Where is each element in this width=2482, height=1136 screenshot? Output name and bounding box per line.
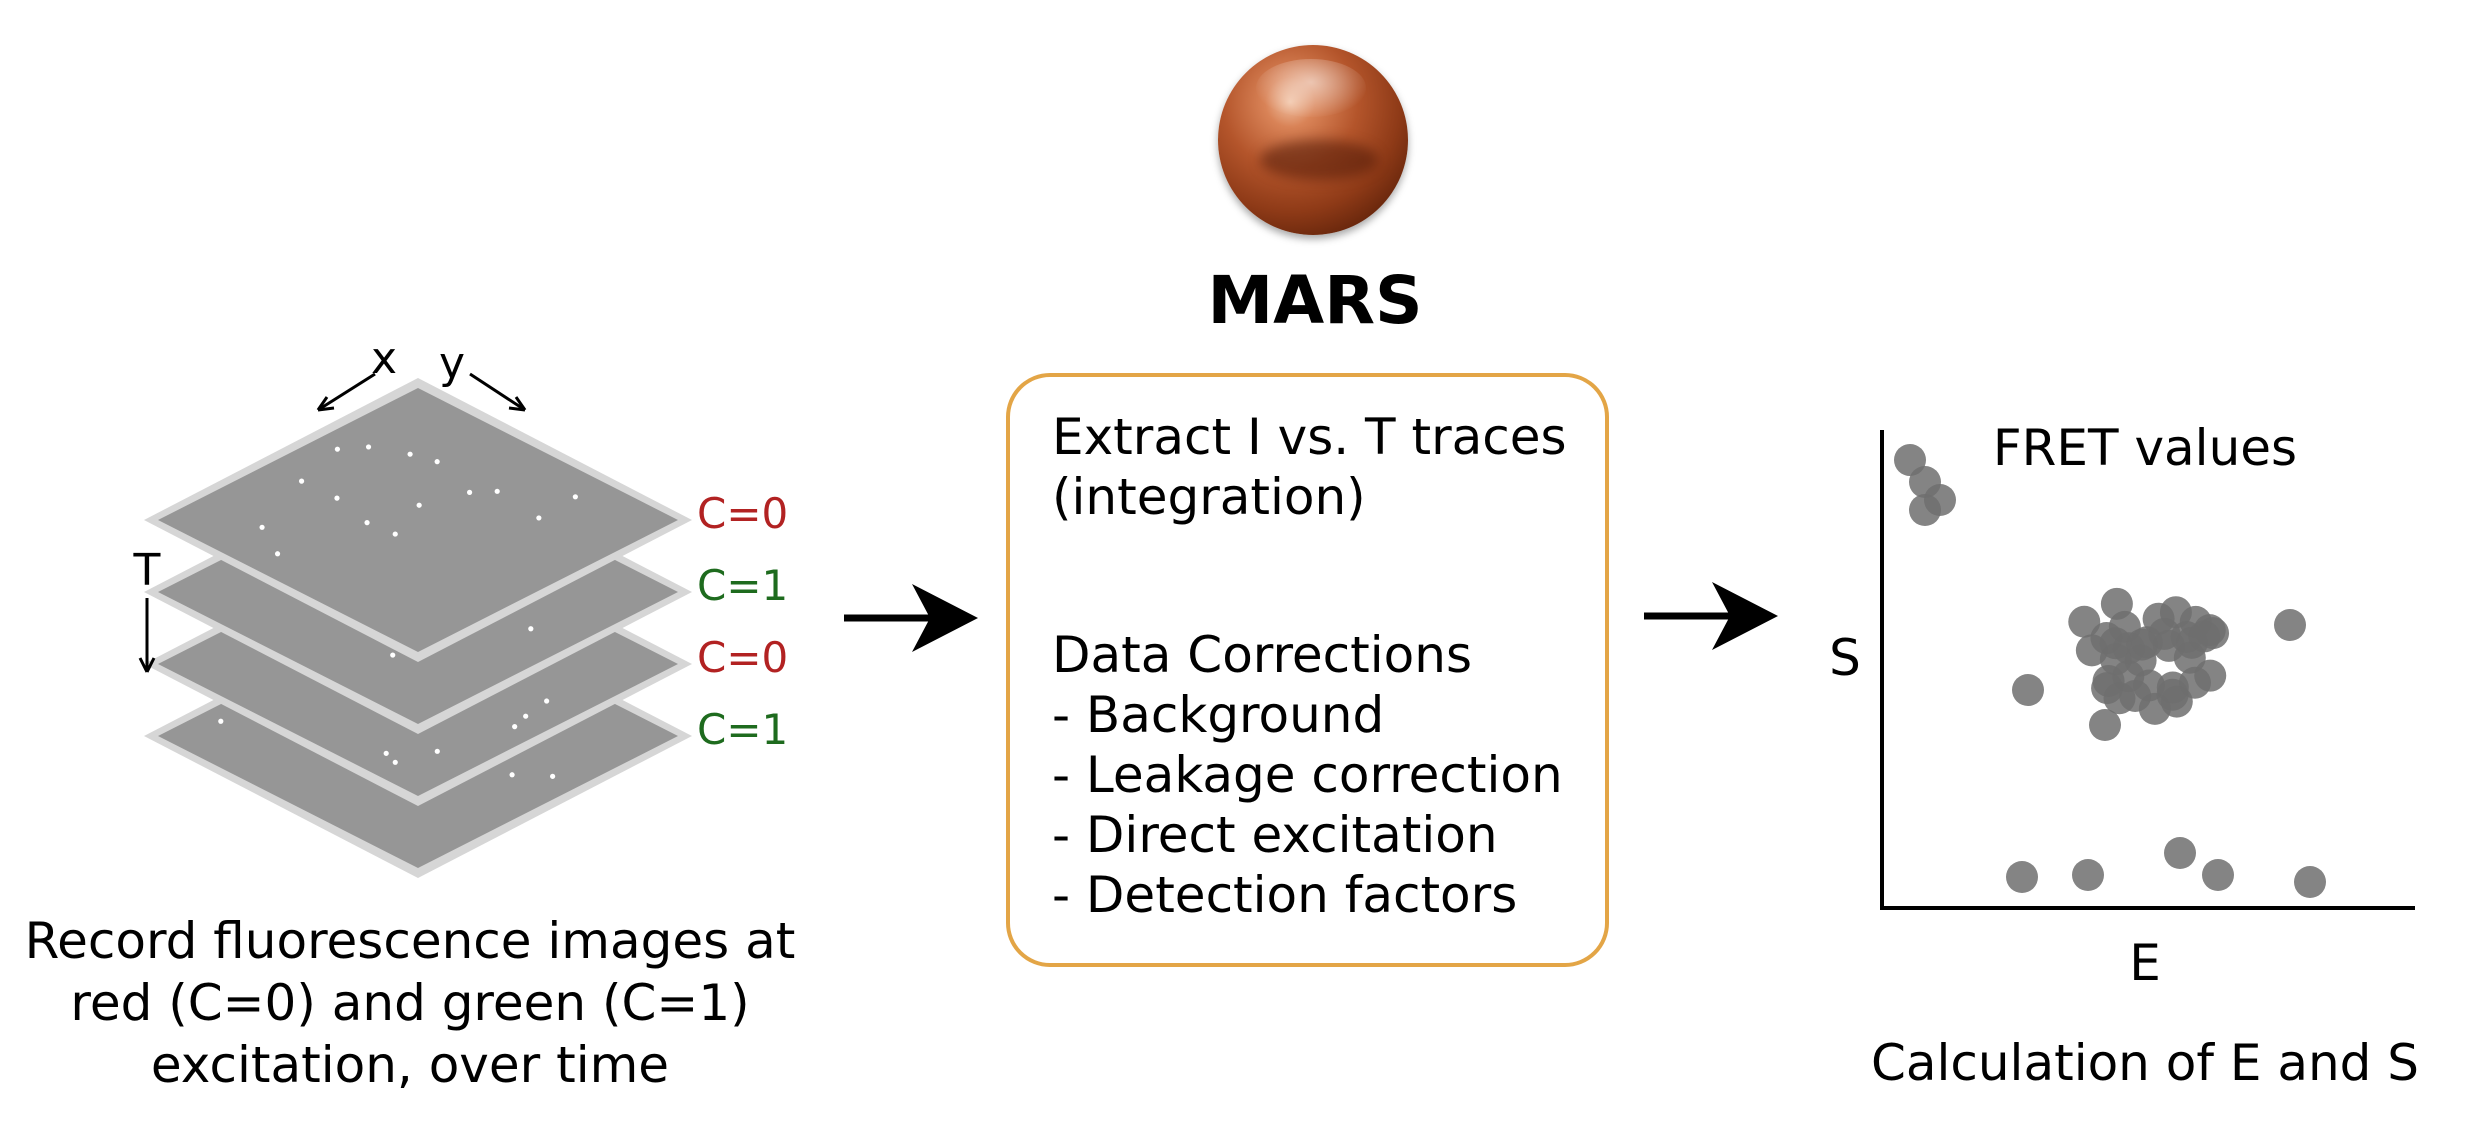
scatter-point bbox=[1909, 494, 1941, 526]
arrow-right-icon bbox=[844, 584, 978, 652]
x-axis-label: E bbox=[2129, 934, 2161, 992]
scatter-point bbox=[2156, 671, 2189, 704]
arrow-right-icon bbox=[1644, 582, 1778, 650]
fluorescence-spot bbox=[434, 459, 440, 465]
fluorescence-spot bbox=[572, 494, 578, 500]
left-caption-line-2: red (C=0) and green (C=1) bbox=[70, 974, 750, 1032]
y-axis-label: S bbox=[1829, 629, 1861, 687]
channel-label-3: C=0 bbox=[697, 633, 788, 682]
x-axis-label: x bbox=[371, 333, 397, 384]
scatter-point bbox=[2274, 609, 2306, 641]
fluorescence-spot bbox=[392, 759, 398, 765]
extract-line-1: Extract I vs. T traces bbox=[1052, 408, 1567, 466]
y-arrowhead bbox=[508, 396, 527, 412]
fluorescence-spot bbox=[259, 524, 265, 530]
scatter-point bbox=[2294, 866, 2326, 898]
fluorescence-spot bbox=[434, 748, 440, 754]
scatter-point bbox=[2006, 861, 2038, 893]
image-stack bbox=[144, 378, 692, 878]
scatter-point bbox=[2068, 605, 2101, 638]
corrections-heading: Data Corrections bbox=[1052, 626, 1472, 684]
fluorescence-spot bbox=[274, 551, 281, 557]
left-caption-line-3: excitation, over time bbox=[150, 1036, 670, 1094]
t-axis-label: T bbox=[133, 545, 161, 596]
channel-label-4: C=1 bbox=[697, 705, 788, 754]
left-caption-line-1: Record fluorescence images at bbox=[24, 912, 796, 970]
channel-label-1: C=0 bbox=[697, 489, 788, 538]
extract-step: Extract I vs. T traces (integration) bbox=[1052, 407, 1567, 527]
fluorescence-spot bbox=[536, 515, 542, 521]
image-stack-illustration: x y T C=0 C=1 C=0 C=1 bbox=[133, 333, 788, 878]
y-axis-label: y bbox=[439, 338, 465, 389]
mars-title: MARS bbox=[1207, 262, 1423, 339]
correction-item: - Detection factors bbox=[1052, 866, 1518, 924]
fluorescence-spot bbox=[528, 626, 534, 632]
x-axis-arrow bbox=[317, 372, 376, 412]
fluorescence-spot bbox=[364, 520, 370, 526]
scatter-point bbox=[2112, 632, 2145, 665]
plot-title: FRET values bbox=[1993, 420, 2297, 477]
correction-item: - Direct excitation bbox=[1052, 806, 1498, 864]
left-caption: Record fluorescence images at red (C=0) … bbox=[0, 910, 820, 1096]
right-caption: Calculation of E and S bbox=[1871, 1034, 2419, 1092]
fret-scatter-plot: FRET values S E Calculation of E and S bbox=[1829, 420, 2419, 1092]
fluorescence-spot bbox=[494, 488, 500, 494]
fluorescence-spot bbox=[218, 718, 224, 724]
scatter-point bbox=[2138, 692, 2171, 725]
y-axis-arrow bbox=[469, 372, 526, 412]
corrections-list: Data Corrections - Background - Leakage … bbox=[1052, 625, 1563, 925]
correction-item: - Leakage correction bbox=[1052, 746, 1563, 804]
fluorescence-spot bbox=[550, 773, 556, 779]
fluorescence-spot bbox=[407, 451, 413, 457]
fluorescence-spot bbox=[392, 531, 398, 537]
xy-axis-arrows bbox=[138, 372, 527, 673]
fluorescence-spot bbox=[544, 698, 550, 704]
fluorescence-spot bbox=[390, 652, 396, 658]
correction-item: - Background bbox=[1052, 686, 1385, 744]
t-arrowhead bbox=[138, 657, 156, 673]
scatter-point bbox=[2089, 709, 2121, 741]
layer-surface bbox=[158, 388, 678, 652]
fluorescence-spot bbox=[523, 713, 529, 719]
fluorescence-spot bbox=[334, 495, 340, 501]
scatter-point bbox=[2197, 617, 2230, 650]
processing-steps-box bbox=[1006, 373, 1609, 967]
scatter-point bbox=[2152, 629, 2185, 662]
scatter-point bbox=[2202, 859, 2234, 891]
scatter-point bbox=[2142, 602, 2175, 635]
fluorescence-spot bbox=[298, 478, 305, 484]
fluorescence-spot bbox=[512, 724, 518, 730]
fluorescence-spot bbox=[334, 446, 341, 452]
fluorescence-spot bbox=[509, 772, 515, 778]
scatter-point bbox=[2100, 587, 2133, 620]
extract-line-2: (integration) bbox=[1052, 468, 1366, 526]
scatter-point bbox=[2164, 837, 2196, 869]
scatter-point bbox=[2072, 859, 2104, 891]
fluorescence-spot bbox=[466, 489, 473, 495]
image-layer bbox=[144, 378, 692, 662]
fluorescence-spot bbox=[365, 444, 372, 450]
scatter-point bbox=[2194, 659, 2227, 692]
mars-planet-icon bbox=[1218, 45, 1408, 235]
x-arrowhead bbox=[316, 396, 335, 412]
fluorescence-spot bbox=[383, 750, 389, 756]
data-points bbox=[1894, 444, 2326, 898]
fluorescence-spot bbox=[416, 502, 422, 508]
scatter-point bbox=[2012, 674, 2044, 706]
channel-label-2: C=1 bbox=[697, 561, 788, 610]
